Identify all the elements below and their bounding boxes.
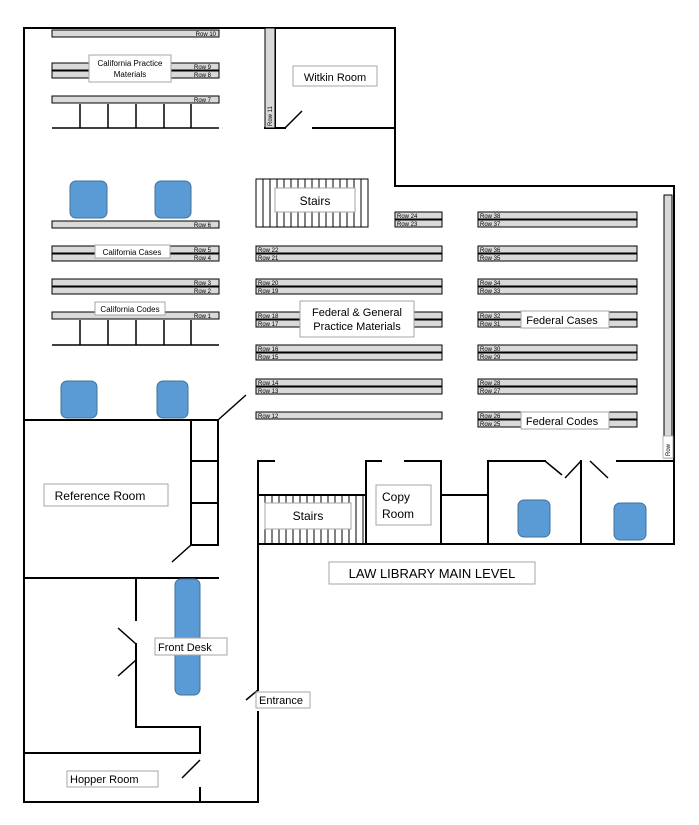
row-2-label: Row 2	[194, 289, 212, 295]
row-21-label: Row 21	[258, 256, 279, 262]
room-labels: Witkin Room Reference Room Copy Room Fro…	[43, 65, 432, 788]
table	[156, 380, 189, 419]
reference-room-label: Reference Room	[55, 489, 146, 503]
row-16-label: Row 16	[258, 347, 279, 353]
row-5-label: Row 5	[194, 248, 212, 254]
stairs-lower-label: Stairs	[293, 509, 324, 523]
federal-general-label-2: Practice Materials	[313, 321, 401, 333]
ca-practice-label-1: California Practice	[98, 59, 163, 68]
row-1-label: Row 1	[194, 314, 212, 320]
entrance-label: Entrance	[259, 695, 303, 707]
table	[517, 499, 551, 538]
row-30-label: Row 30	[480, 347, 501, 353]
row-25-label: Row 25	[480, 422, 501, 428]
front-desk-label: Front Desk	[158, 642, 212, 654]
row-23-label: Row 23	[397, 222, 418, 228]
row-20-label: Row 20	[258, 281, 279, 287]
row-3-label: Row 3	[194, 281, 212, 287]
row-15-label: Row 15	[258, 355, 279, 361]
row-29-label: Row 29	[480, 355, 501, 361]
row-8-label: Row 8	[194, 73, 212, 79]
row-35-label: Row 35	[480, 256, 501, 262]
page-title: LAW LIBRARY MAIN LEVEL	[349, 566, 516, 581]
row-9-label: Row 9	[194, 65, 212, 71]
federal-general-label-1: Federal & General	[312, 307, 402, 319]
copy-room-label-2: Room	[382, 507, 414, 521]
row-33-label: Row 33	[480, 289, 501, 295]
table	[154, 180, 192, 219]
tables	[60, 180, 647, 696]
middle-shelves: Row 24 Row 23 Row 22 Row 21 Row 20 Row 1…	[255, 211, 443, 420]
ca-cases-label: California Cases	[103, 248, 162, 257]
federal-cases-label: Federal Cases	[526, 315, 598, 327]
row-27-label: Row 27	[480, 389, 501, 395]
row-7-label: Row 7	[194, 98, 212, 104]
copy-room-label-1: Copy	[382, 490, 410, 504]
stairs-upper-label: Stairs	[300, 194, 331, 208]
front-desk-counter	[174, 578, 201, 696]
ca-practice-label-2: Materials	[114, 70, 146, 79]
row-31-label: Row 31	[480, 322, 501, 328]
row-10-label: Row 10	[196, 32, 217, 38]
row-4-label: Row 4	[194, 256, 212, 262]
table	[69, 180, 108, 219]
table	[60, 380, 98, 419]
row-36-label: Row 36	[480, 248, 501, 254]
row-13-label: Row 13	[258, 389, 279, 395]
row-12-label: Row 12	[258, 414, 279, 420]
row-34-label: Row 34	[480, 281, 501, 287]
federal-codes-label: Federal Codes	[526, 416, 599, 428]
row-37-label: Row 37	[480, 222, 501, 228]
row-19-label: Row 19	[258, 289, 279, 295]
ca-codes-label: California Codes	[100, 305, 159, 314]
stairs-lower: Stairs	[264, 495, 364, 544]
row-24-label: Row 24	[397, 214, 418, 220]
row-38-label: Row 38	[480, 214, 501, 220]
row-side-label: Row	[666, 443, 672, 456]
outer-walls	[23, 27, 675, 803]
row-6-label: Row 6	[194, 223, 212, 229]
row-32-label: Row 32	[480, 314, 501, 320]
row-18-label: Row 18	[258, 314, 279, 320]
row-14-label: Row 14	[258, 381, 279, 387]
hopper-room-label: Hopper Room	[70, 774, 138, 786]
row-17-label: Row 17	[258, 322, 279, 328]
row-11-label: Row 11	[268, 105, 274, 126]
row-28-label: Row 28	[480, 381, 501, 387]
map-title: LAW LIBRARY MAIN LEVEL	[328, 561, 536, 585]
table	[613, 502, 647, 541]
row-26-label: Row 26	[480, 414, 501, 420]
witkin-room-label: Witkin Room	[304, 72, 366, 84]
collection-labels: California Practice Materials California…	[88, 54, 610, 430]
stairs-upper: Stairs	[255, 178, 369, 228]
row-22-label: Row 22	[258, 248, 279, 254]
